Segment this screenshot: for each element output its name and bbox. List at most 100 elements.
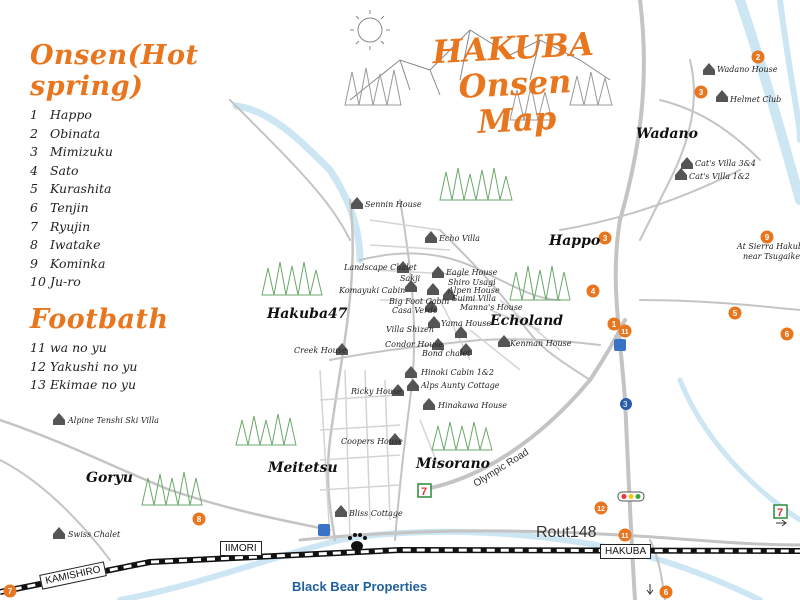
house-icon bbox=[405, 366, 417, 378]
house-icons bbox=[53, 63, 728, 539]
poi-label: Hinoki Cabin 1&2 bbox=[421, 368, 495, 377]
house-icon bbox=[425, 231, 437, 243]
rout148-label: Rout148 bbox=[536, 524, 597, 541]
svg-text:2: 2 bbox=[756, 53, 761, 62]
road-148-lower bbox=[298, 529, 800, 547]
onsen-marker-3: 3 bbox=[694, 85, 708, 99]
svg-text:6: 6 bbox=[785, 330, 790, 339]
onsen-marker-11: 11 bbox=[618, 324, 632, 338]
svg-text:5: 5 bbox=[733, 309, 738, 318]
arrow-right-icon bbox=[776, 519, 787, 527]
road-north bbox=[639, 59, 695, 241]
svg-text:4: 4 bbox=[591, 287, 596, 296]
house-icon bbox=[392, 384, 404, 396]
poi-label: Alpen House bbox=[448, 286, 500, 295]
poi-label: Hinakawa House bbox=[438, 401, 508, 410]
house-icon bbox=[675, 168, 687, 180]
tree-cluster-meitetsu bbox=[235, 413, 297, 446]
road-mid bbox=[229, 99, 351, 241]
poi-label: Manna's House bbox=[460, 303, 523, 312]
station-hakuba: HAKUBA bbox=[600, 544, 652, 559]
area-label-echoland: Echoland bbox=[490, 313, 564, 329]
onsen-marker-6: 6 bbox=[780, 327, 794, 341]
footbath-item: 12 Yakushi no yu bbox=[30, 358, 138, 374]
poi-label: near Tsugaike bbox=[743, 252, 800, 261]
area-label-wadano: Wadano bbox=[636, 126, 698, 142]
footbath-item: 11 wa no yu bbox=[30, 339, 107, 355]
poi-label: Cat's Villa 1&2 bbox=[689, 172, 750, 181]
svg-text:3: 3 bbox=[623, 400, 628, 409]
bus-stop-icon bbox=[318, 524, 330, 536]
house-icon bbox=[432, 338, 444, 350]
onsen-marker-5: 5 bbox=[728, 306, 742, 320]
tree-cluster-goryu bbox=[141, 471, 203, 506]
map-title: HAKUBA Onsen Map bbox=[431, 24, 595, 141]
road-town4 bbox=[329, 338, 601, 361]
onsen-marker-7: 7 bbox=[3, 584, 17, 598]
tree-cluster-title bbox=[344, 67, 613, 121]
area-label-happo: Happo bbox=[549, 233, 601, 249]
convenience-store-icon bbox=[417, 483, 432, 498]
house-icon bbox=[407, 379, 419, 391]
river-right bbox=[677, 377, 800, 523]
poi-label: Shiro Usagi bbox=[448, 278, 496, 287]
onsen-marker-4: 4 bbox=[586, 284, 600, 298]
convenience-store-icon bbox=[773, 504, 788, 519]
poi-label: Villa Shizen bbox=[386, 325, 434, 334]
house-icon bbox=[336, 343, 348, 355]
river-main-2 bbox=[777, 0, 800, 143]
house-icon bbox=[703, 63, 715, 75]
poi-label: Yama House bbox=[441, 319, 492, 328]
poi-label: Wadano House bbox=[717, 65, 778, 74]
house-icon bbox=[428, 316, 440, 328]
road-east2 bbox=[639, 299, 800, 311]
poi-label: Suimi Villa bbox=[452, 294, 496, 303]
onsen-item: 8 Iwatake bbox=[30, 237, 101, 253]
river-west bbox=[232, 102, 364, 264]
poi-label: Creek House bbox=[294, 346, 347, 355]
road-town3 bbox=[439, 229, 591, 381]
house-icon bbox=[455, 326, 467, 338]
poi-label: Kenman House bbox=[510, 339, 572, 348]
footbath-list: 11 wa no yu 12 Yakushi no yu 13 Ekimae n… bbox=[30, 339, 260, 395]
house-icon bbox=[425, 300, 437, 312]
poi-label: Sennin House bbox=[365, 200, 422, 209]
svg-text:11: 11 bbox=[621, 329, 629, 336]
svg-text:3: 3 bbox=[603, 234, 608, 243]
poi-label: Condor House bbox=[385, 340, 444, 349]
poi-label: Eagle House bbox=[446, 268, 498, 277]
onsen-marker-9: 9 bbox=[760, 230, 774, 244]
svg-text:7: 7 bbox=[421, 486, 427, 498]
svg-text:7: 7 bbox=[8, 587, 13, 596]
onsen-item: 10 Ju-ro bbox=[30, 274, 81, 290]
footbath-item: 13 Ekimae no yu bbox=[30, 377, 137, 393]
paw-icon bbox=[348, 533, 367, 551]
svg-text:9: 9 bbox=[765, 233, 770, 242]
house-icon bbox=[335, 505, 347, 517]
house-icon bbox=[427, 283, 439, 295]
onsen-item: 6 Tenjin bbox=[30, 199, 89, 215]
onsen-marker-11: 11 bbox=[618, 528, 632, 542]
onsen-marker-12: 12 bbox=[594, 501, 608, 515]
poi-label: Swiss Chalet bbox=[68, 530, 121, 539]
sun-icon bbox=[357, 17, 383, 43]
brand-label: Black Bear Properties bbox=[292, 579, 428, 594]
onsen-item: 5 Kurashita bbox=[30, 181, 112, 197]
tree-cluster-north bbox=[439, 167, 513, 201]
svg-text:8: 8 bbox=[197, 515, 202, 524]
poi-label: Bond chalet bbox=[422, 349, 471, 358]
poi-label: Coopers House bbox=[341, 437, 403, 446]
tree-cluster-echoland bbox=[509, 265, 571, 301]
area-label-goryu: Goryu bbox=[86, 470, 133, 486]
poi-label: Bliss Cottage bbox=[349, 509, 403, 518]
onsen-item: 3 Mimizuku bbox=[30, 144, 113, 160]
house-icon bbox=[498, 335, 510, 347]
onsen-marker-2: 2 bbox=[751, 50, 765, 64]
onsen-item: 9 Kominka bbox=[30, 255, 106, 271]
poi-label: At Sierra Hakuba bbox=[737, 242, 800, 251]
road-town bbox=[326, 198, 354, 542]
poi-label: Komayuki Cabin bbox=[339, 286, 406, 295]
tree-cluster-hakuba47 bbox=[261, 261, 323, 296]
